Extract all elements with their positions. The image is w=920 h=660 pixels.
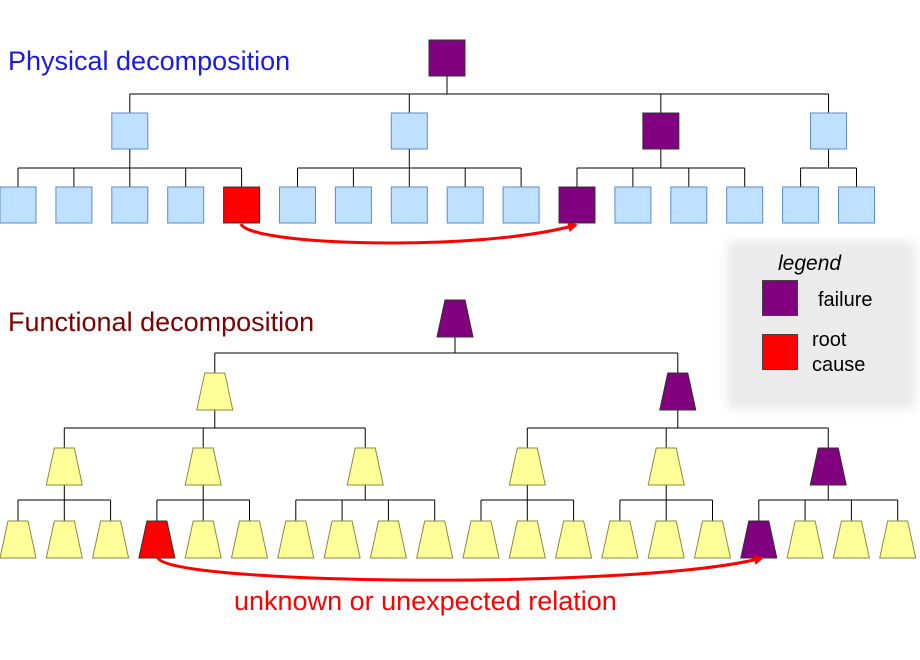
- functional-leaf-12: [508, 520, 546, 559]
- functional-decomposition-title: Functional decomposition: [8, 307, 315, 337]
- physical-mid-node-1: [111, 112, 149, 150]
- physical-mid-node-2: [390, 112, 428, 150]
- functional-l2-node-2-1: [508, 447, 546, 486]
- functional-relation-arrow: [156, 555, 764, 582]
- physical-leaf-13: [670, 186, 708, 224]
- functional-l2-node-1-3: [346, 447, 384, 486]
- functional-leaf-2: [45, 520, 83, 559]
- physical-leaf-8: [390, 186, 428, 224]
- functional-leaf-9: [369, 520, 408, 559]
- functional-leaf-19: [832, 520, 871, 559]
- functional-leaf-13: [554, 520, 593, 559]
- functional-connectors: [17, 337, 899, 521]
- functional-leaf-8: [323, 520, 361, 559]
- functional-root-node: [436, 299, 474, 338]
- physical-tree: [0, 39, 875, 224]
- functional-l2-node-1-2: [184, 447, 222, 486]
- physical-leaf-6: [279, 186, 316, 224]
- legend-failure-label: failure: [818, 289, 873, 311]
- functional-tree: [0, 299, 917, 559]
- functional-leaf-14: [601, 520, 639, 559]
- functional-leaf-17: [740, 520, 778, 559]
- functional-l1-node-1: [196, 372, 234, 411]
- relation-label: unknown or unexpected relation: [234, 586, 617, 616]
- functional-l2-node-2-2: [647, 447, 685, 486]
- functional-leaf-11: [462, 520, 500, 559]
- physical-leaf-3: [111, 186, 149, 224]
- functional-leaf-1: [0, 520, 37, 559]
- functional-leaf-15: [647, 520, 685, 559]
- legend-root-cause-label: root cause: [812, 329, 866, 376]
- physical-connectors: [17, 76, 857, 187]
- functional-leaf-7: [277, 520, 315, 559]
- functional-l2-node-1-1: [45, 447, 83, 486]
- physical-leaf-10: [502, 186, 540, 224]
- physical-leaf-12: [614, 186, 652, 224]
- physical-decomposition-title: Physical decomposition: [8, 46, 291, 76]
- physical-leaf-11: [558, 186, 596, 224]
- functional-leaf-10: [416, 520, 454, 559]
- functional-leaf-18: [786, 520, 824, 559]
- physical-mid-node-4: [810, 112, 848, 150]
- physical-leaf-9: [446, 186, 484, 224]
- physical-leaf-4: [167, 186, 205, 224]
- physical-relation-arrow: [239, 222, 578, 245]
- legend-title: legend: [778, 252, 842, 275]
- functional-leaf-20: [879, 520, 917, 559]
- physical-leaf-16: [838, 186, 875, 224]
- functional-leaf-3: [91, 520, 130, 559]
- legend-root-cause-swatch: [762, 334, 798, 370]
- legend-failure-swatch: [762, 280, 798, 316]
- physical-leaf-14: [726, 186, 764, 224]
- physical-leaf-1: [0, 186, 37, 224]
- functional-l2-node-2-3: [809, 447, 847, 486]
- physical-leaf-7: [334, 186, 372, 224]
- functional-l1-node-2: [659, 372, 697, 411]
- physical-root-node: [428, 39, 466, 77]
- functional-leaf-16: [693, 520, 732, 559]
- functional-leaf-5: [184, 520, 222, 559]
- physical-mid-node-3: [642, 112, 680, 150]
- physical-leaf-5: [223, 186, 261, 224]
- physical-leaf-15: [782, 186, 820, 224]
- functional-leaf-6: [230, 520, 269, 559]
- physical-leaf-2: [55, 186, 93, 224]
- functional-leaf-4: [138, 520, 176, 559]
- legend: legend failure root cause: [734, 248, 908, 402]
